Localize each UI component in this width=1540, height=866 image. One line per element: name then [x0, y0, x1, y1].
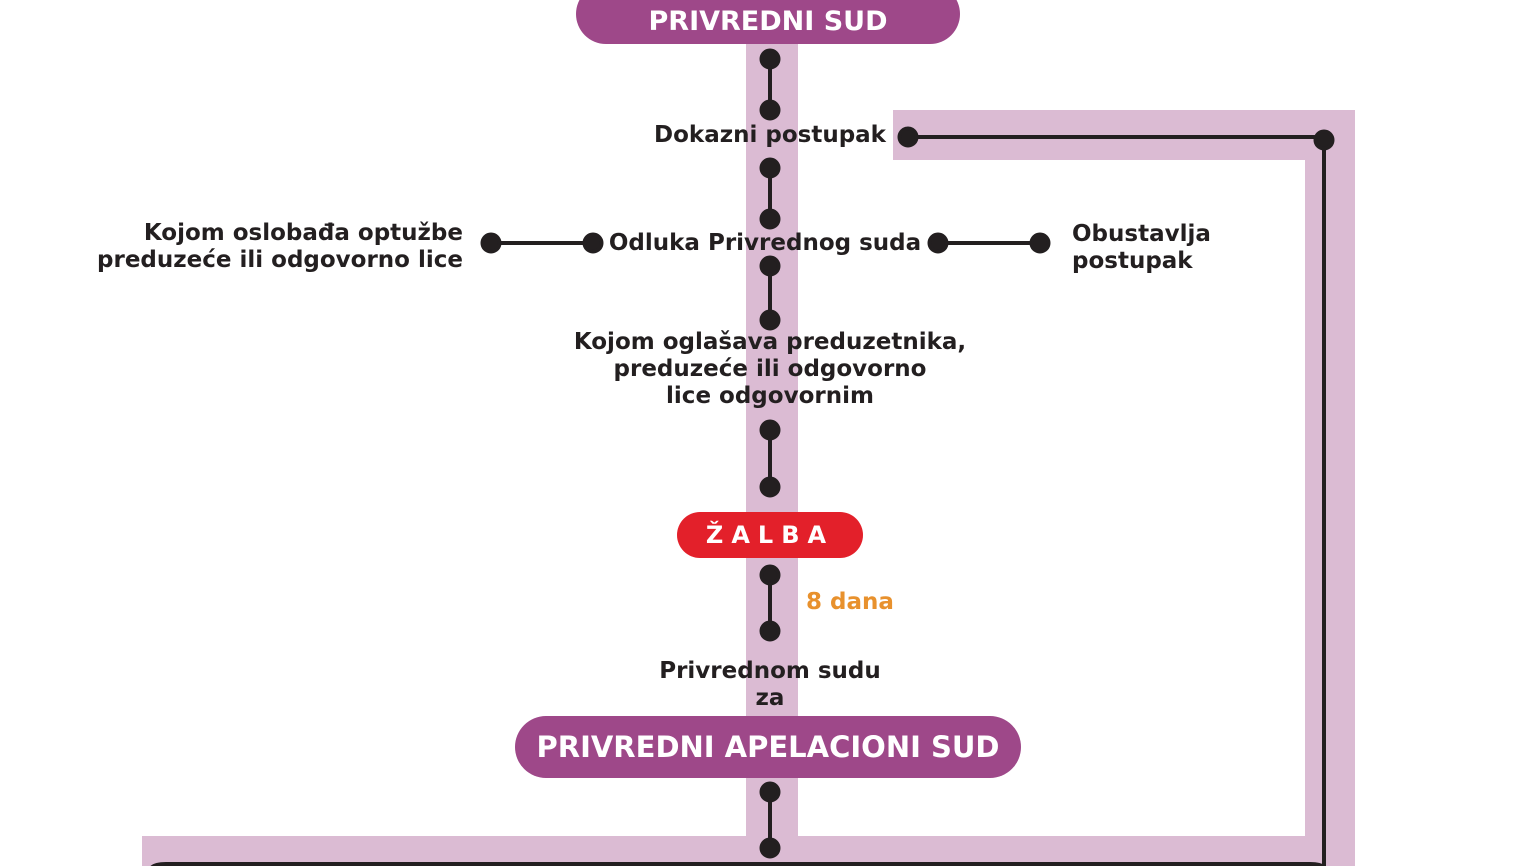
appeal-label: ŽALBA [705, 521, 835, 549]
connector-convict-to-appeal [759, 419, 781, 498]
connector-appeal-court-down [759, 781, 781, 859]
court-top-pill: PRIVREDNI SUD [576, 0, 960, 44]
connectors [480, 48, 1335, 866]
connector-evidence-to-decision [759, 157, 781, 230]
court-appeal-label: PRIVREDNI APELACIONI SUD [536, 730, 1000, 764]
connector-appeal-to-deadline [759, 564, 781, 642]
bottom-box-outline [150, 862, 1326, 866]
appeal-to-label: Privrednom sudu za [659, 658, 881, 711]
appeal-pill: ŽALBA [677, 512, 863, 558]
connector-decision-to-acquit [480, 232, 604, 254]
deadline-label: 8 dana [806, 589, 894, 615]
court-appeal-pill: PRIVREDNI APELACIONI SUD [515, 716, 1021, 778]
evidence-label: Dokazni postupak [654, 122, 886, 148]
court-top-label: PRIVREDNI SUD [648, 5, 888, 37]
right-vertical-track [1305, 110, 1355, 866]
suspend-label: Obustavlja postupak [1072, 221, 1211, 274]
convict-label: Kojom oglašava preduzetnika, preduzeće i… [573, 329, 967, 409]
connector-decision-to-suspend [927, 232, 1051, 254]
acquit-label: Kojom oslobađa optužbe preduzeće ili odg… [97, 220, 463, 273]
connector-evidence-to-right-branch [897, 126, 1335, 866]
decision-label: Odluka Privrednog suda [608, 230, 922, 256]
connector-decision-to-convict [759, 255, 781, 331]
connector-court-to-evidence [759, 48, 781, 121]
